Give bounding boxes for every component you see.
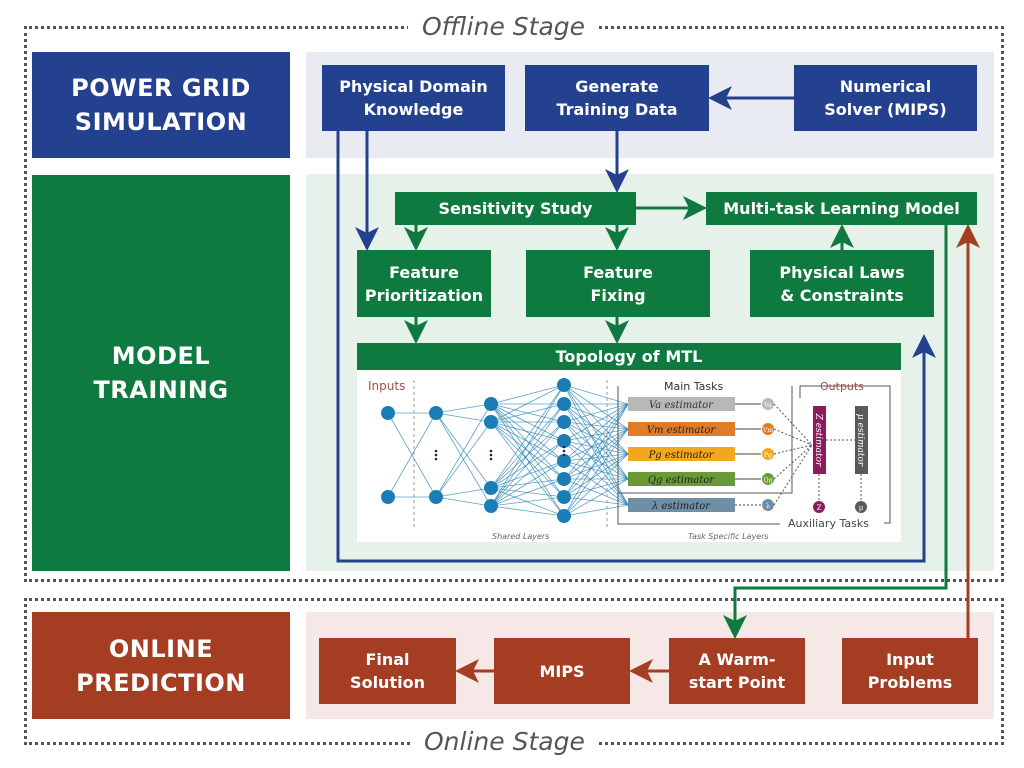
topology-of-mtl-box: Topology of MTL (357, 343, 901, 370)
mtl-network-panel (357, 370, 901, 542)
physical-domain-knowledge-box: Physical Domain Knowledge (322, 65, 505, 131)
input-problems-box: Input Problems (842, 638, 978, 704)
final-solution-box: Final Solution (319, 638, 456, 704)
offline-stage-title: Offline Stage (408, 12, 600, 42)
multi-task-learning-model-box: Multi-task Learning Model (706, 192, 977, 225)
online-stage-title: Online Stage (410, 727, 599, 757)
physical-laws-constraints-box: Physical Laws & Constraints (750, 250, 934, 317)
section-online-prediction: ONLINE PREDICTION (32, 612, 290, 719)
generate-training-data-box: Generate Training Data (525, 65, 709, 131)
sensitivity-study-box: Sensitivity Study (395, 192, 636, 225)
section-model-training: MODEL TRAINING (32, 175, 290, 571)
numerical-solver-box: Numerical Solver (MIPS) (794, 65, 977, 131)
section-power-grid-simulation: POWER GRID SIMULATION (32, 52, 290, 158)
mips-box: MIPS (494, 638, 630, 704)
feature-fixing-box: Feature Fixing (526, 250, 710, 317)
feature-prioritization-box: Feature Prioritization (357, 250, 491, 317)
warm-start-point-box: A Warm- start Point (669, 638, 805, 704)
